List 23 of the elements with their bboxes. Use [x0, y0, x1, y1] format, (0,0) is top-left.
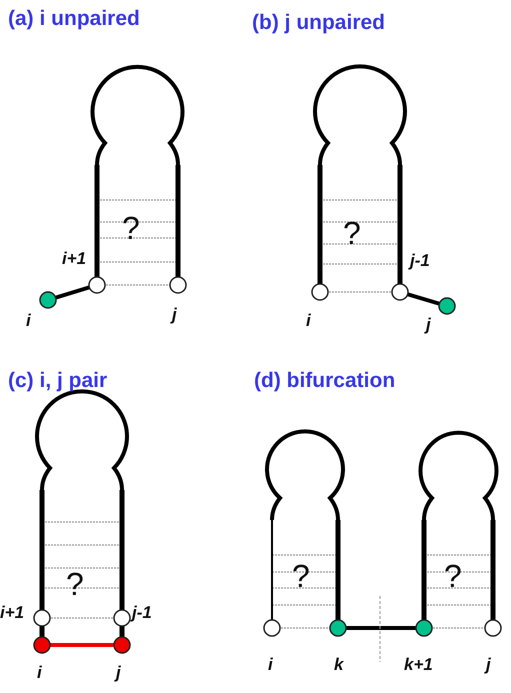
base-label: i+1	[0, 604, 24, 621]
base-label: i	[37, 664, 42, 681]
base-label: i	[268, 656, 273, 673]
base-label: j	[426, 316, 431, 333]
base-label: j-1	[410, 252, 430, 269]
question-mark: ?	[292, 560, 310, 592]
base-label: i	[26, 312, 31, 329]
panel-title: (d) bifurcation	[254, 370, 396, 391]
base-label: i	[306, 312, 311, 329]
panel-title: (a) i unpaired	[8, 8, 140, 29]
base-label: j	[172, 306, 177, 323]
question-mark: ?	[122, 212, 140, 244]
base-label: j	[116, 664, 121, 681]
base-label: k+1	[404, 656, 433, 673]
base-label: j	[486, 656, 491, 673]
base-label: j-1	[132, 604, 152, 621]
question-mark: ?	[343, 217, 361, 249]
base-label: i+1	[62, 250, 86, 267]
base-label: k	[334, 656, 344, 673]
question-mark: ?	[66, 568, 84, 600]
question-mark: ?	[444, 560, 462, 592]
panel-title: (c) i, j pair	[8, 370, 108, 391]
panel-title: (b) j unpaired	[252, 12, 385, 33]
